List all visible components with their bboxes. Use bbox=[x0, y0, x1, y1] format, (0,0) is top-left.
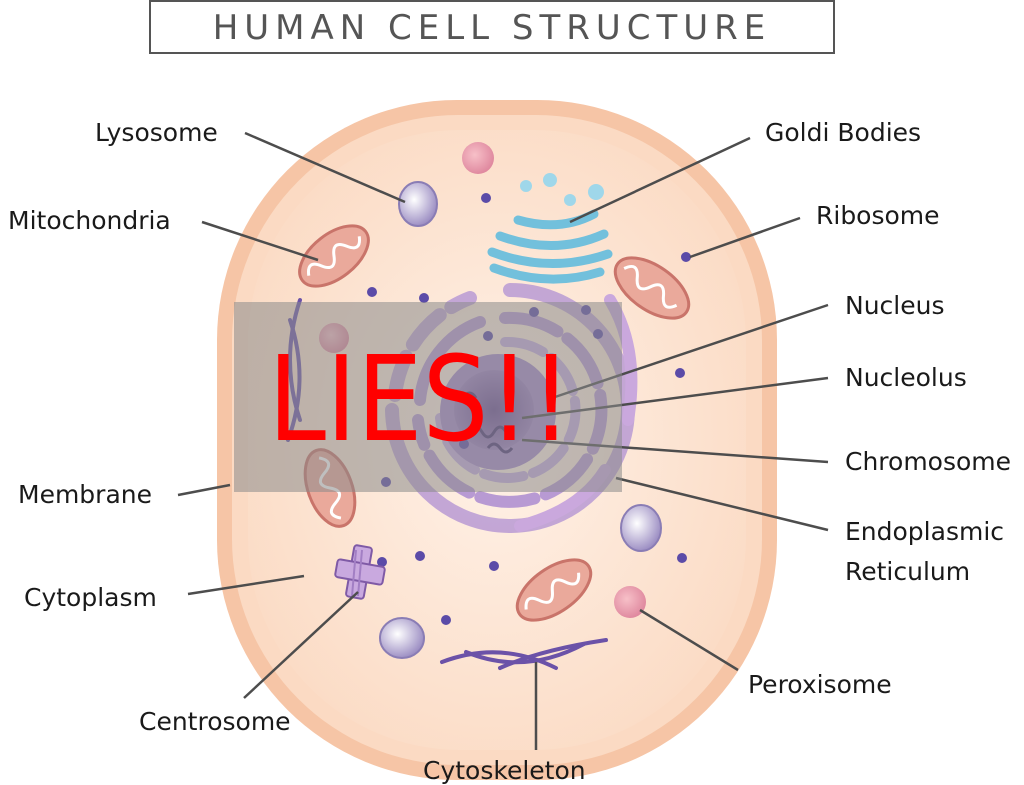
label-cytoplasm: Cytoplasm bbox=[24, 583, 157, 612]
title-box: HUMAN CELL STRUCTURE bbox=[149, 0, 835, 54]
lies-stamp: LIES!! bbox=[234, 302, 622, 492]
labels: Lysosome Mitochondria Goldi Bodies Ribos… bbox=[8, 118, 1011, 785]
mitochondrion bbox=[515, 558, 593, 622]
label-cytoskeleton: Cytoskeleton bbox=[423, 756, 586, 785]
mitochondrion bbox=[298, 224, 370, 288]
label-centrosome: Centrosome bbox=[139, 707, 291, 736]
stamp-background bbox=[234, 302, 622, 492]
stamp-text: LIES!! bbox=[268, 330, 572, 468]
golgi-bodies bbox=[487, 173, 613, 284]
vesicle-pink bbox=[462, 142, 494, 174]
label-ribosome: Ribosome bbox=[816, 201, 940, 230]
label-er-line2: Reticulum bbox=[845, 557, 970, 586]
label-lysosome: Lysosome bbox=[95, 118, 218, 147]
label-peroxisome: Peroxisome bbox=[748, 670, 892, 699]
label-chromosome: Chromosome bbox=[845, 447, 1011, 476]
label-membrane: Membrane bbox=[18, 480, 152, 509]
mitochondrion bbox=[613, 256, 691, 320]
label-er-line1: Endoplasmic bbox=[845, 517, 1004, 546]
page-title: HUMAN CELL STRUCTURE bbox=[213, 8, 772, 48]
label-nucleolus: Nucleolus bbox=[845, 363, 967, 392]
peroxisome bbox=[614, 586, 646, 618]
centrosome bbox=[334, 544, 386, 600]
vesicle bbox=[379, 617, 425, 659]
label-mitochondria: Mitochondria bbox=[8, 206, 171, 235]
leader-lines bbox=[177, 131, 829, 750]
label-nucleus: Nucleus bbox=[845, 291, 945, 320]
label-golgi-bodies: Goldi Bodies bbox=[765, 118, 921, 147]
vesicle bbox=[620, 504, 662, 552]
lysosome bbox=[398, 181, 438, 227]
